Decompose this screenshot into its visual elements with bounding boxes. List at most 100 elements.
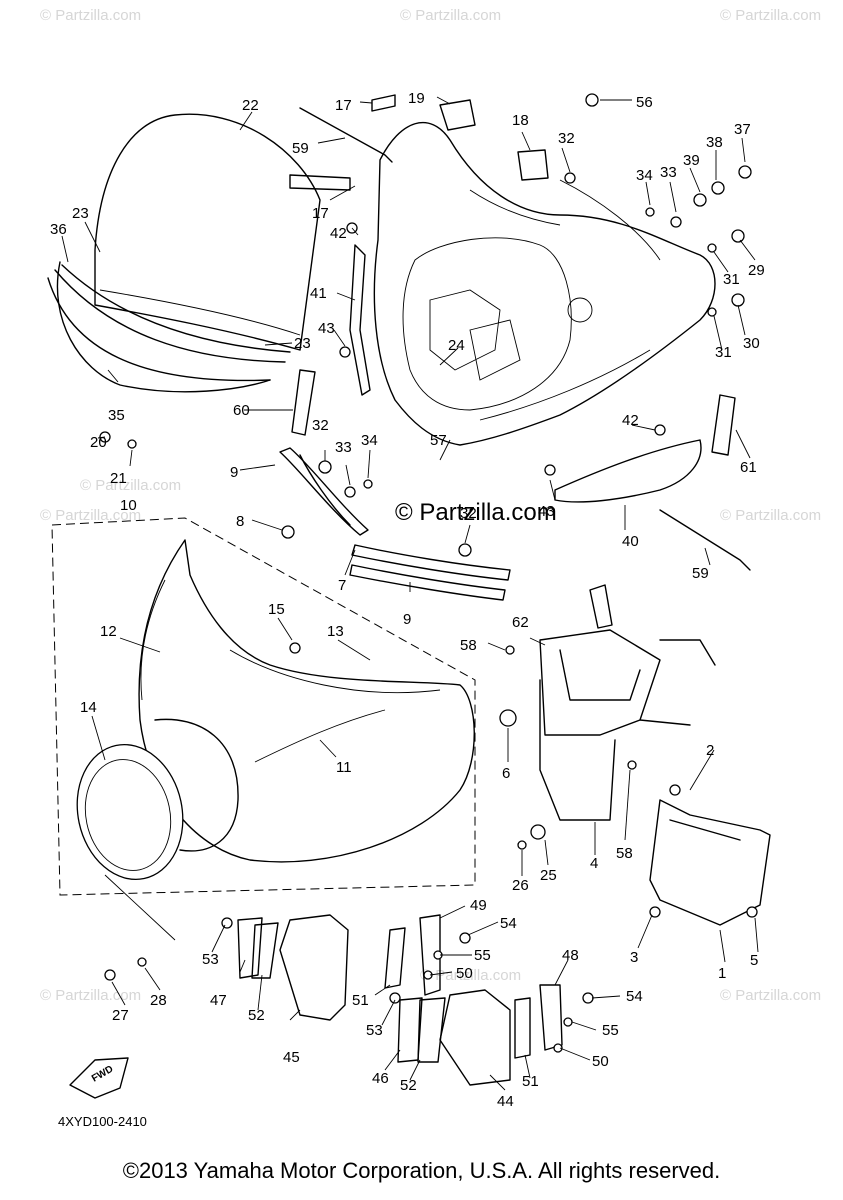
callout-53: 53	[202, 951, 219, 968]
watermark: © Partzilla.com	[40, 507, 141, 524]
callout-11: 11	[336, 759, 352, 776]
callout-52: 52	[248, 1007, 265, 1024]
side-cover-lower	[397, 984, 563, 1086]
callout-34: 34	[636, 167, 653, 184]
callout-52: 52	[400, 1077, 417, 1094]
callout-18: 18	[512, 112, 529, 129]
callout-17: 17	[312, 205, 329, 222]
callout-48: 48	[562, 947, 579, 964]
callout-24: 24	[448, 337, 465, 354]
outer-fairing	[138, 539, 475, 863]
callout-55: 55	[602, 1022, 619, 1039]
callout-23: 23	[294, 335, 311, 352]
callout-33: 33	[660, 164, 677, 181]
watermark: © Partzilla.com	[400, 7, 501, 24]
callout-58: 58	[616, 845, 633, 862]
callout-10: 10	[120, 497, 137, 514]
callout-40: 40	[622, 533, 639, 550]
callout-50: 50	[592, 1053, 609, 1070]
callout-44: 44	[497, 1093, 514, 1110]
callout-39: 39	[683, 152, 700, 169]
callout-43: 43	[538, 503, 555, 520]
callout-1: 1	[718, 965, 726, 982]
callout-32: 32	[558, 130, 575, 147]
callout-17: 17	[335, 97, 352, 114]
callout-2: 2	[706, 742, 714, 759]
callout-31: 31	[723, 271, 740, 288]
watermark: © Partzilla.com	[720, 7, 821, 24]
watermark: © Partzilla.com	[720, 507, 821, 524]
callout-27: 27	[112, 1007, 129, 1024]
callout-37: 37	[734, 121, 751, 138]
callout-51: 51	[522, 1073, 539, 1090]
fairing-stay	[539, 584, 716, 821]
callout-34: 34	[361, 432, 378, 449]
headlight-ring	[76, 718, 239, 881]
callout-55: 55	[474, 947, 491, 964]
callout-9: 9	[403, 611, 411, 628]
callout-51: 51	[352, 992, 369, 1009]
callout-25: 25	[540, 867, 557, 884]
callout-59: 59	[292, 140, 309, 157]
callout-30: 30	[743, 335, 760, 352]
callout-23: 23	[72, 205, 89, 222]
callout-60: 60	[233, 402, 250, 419]
side-cover-upper	[237, 914, 441, 1021]
fwd-label: FWD	[90, 1064, 115, 1085]
callout-47: 47	[210, 992, 227, 1009]
callout-3: 3	[630, 949, 638, 966]
callout-8: 8	[236, 513, 244, 530]
watermark-layer: © Partzilla.com © Partzilla.com © Partzi…	[40, 7, 821, 1004]
callout-57: 57	[430, 432, 447, 449]
watermark: © Partzilla.com	[420, 967, 521, 984]
callout-5: 5	[750, 952, 758, 969]
callout-7: 7	[338, 577, 346, 594]
windshield-trim	[47, 261, 291, 393]
watermark: © Partzilla.com	[40, 987, 141, 1004]
callout-42: 42	[330, 225, 347, 242]
watermark: © Partzilla.com	[720, 987, 821, 1004]
brace-strips	[279, 447, 511, 601]
callout-28: 28	[150, 992, 167, 1009]
callout-20: 20	[90, 434, 107, 451]
inner-fairing	[373, 121, 716, 446]
watermark-center: © Partzilla.com	[395, 499, 557, 526]
copyright-notice: ©2013 Yamaha Motor Corporation, U.S.A. A…	[122, 1158, 721, 1183]
callout-35: 35	[108, 407, 125, 424]
callout-59: 59	[692, 565, 709, 582]
callout-38: 38	[706, 134, 723, 151]
callout-29: 29	[748, 262, 765, 279]
callout-15: 15	[268, 601, 285, 618]
watermark: © Partzilla.com	[40, 7, 141, 24]
watermark: © Partzilla.com	[80, 477, 181, 494]
callout-46: 46	[372, 1070, 389, 1087]
callout-26: 26	[512, 877, 529, 894]
diagram-code: 4XYD100-2410	[58, 1114, 147, 1129]
callout-22: 22	[242, 97, 259, 114]
windshield	[94, 113, 321, 351]
strip-61	[711, 394, 736, 456]
callout-50: 50	[456, 965, 473, 982]
callout-6: 6	[502, 765, 510, 782]
callout-49: 49	[470, 897, 487, 914]
callout-45: 45	[283, 1049, 300, 1066]
callout-33: 33	[335, 439, 352, 456]
callout-32: 32	[460, 505, 477, 522]
callout-56: 56	[636, 94, 653, 111]
lower-cover-right	[554, 439, 702, 503]
callout-43: 43	[318, 320, 335, 337]
callout-13: 13	[327, 623, 344, 640]
callout-41: 41	[310, 285, 327, 302]
bracket-1	[649, 799, 771, 926]
seal-strips	[289, 94, 549, 191]
callout-31: 31	[715, 344, 732, 361]
bracket-left	[349, 244, 371, 396]
callout-14: 14	[80, 699, 97, 716]
cable-ties	[299, 107, 751, 571]
callout-53: 53	[366, 1022, 383, 1039]
callout-32: 32	[312, 417, 329, 434]
callout-4: 4	[590, 855, 598, 872]
leader-lines	[61, 96, 759, 1091]
callout-21: 21	[110, 470, 127, 487]
